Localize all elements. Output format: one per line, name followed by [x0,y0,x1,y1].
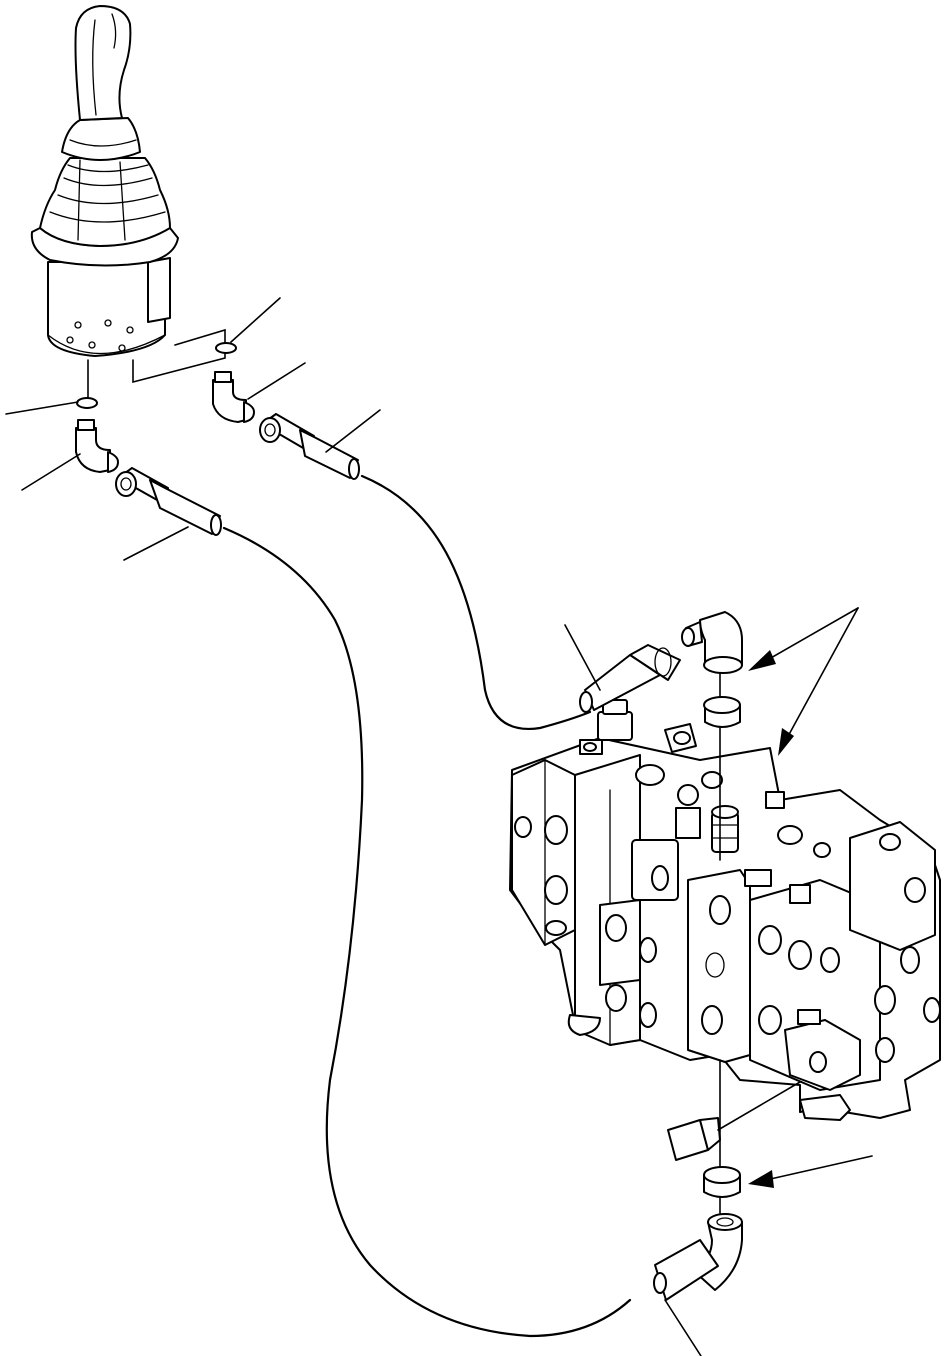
control-valve-assembly [509,699,941,1121]
arrow-head [748,1170,774,1188]
hose-end-valve-bottom [653,1239,719,1301]
hose-right [259,413,360,480]
arrow-head [778,728,794,756]
arrow-head [748,650,776,671]
callout-leader [230,297,281,343]
valve-elbow-top [681,611,743,674]
hose-left [115,467,222,536]
pilot-control-lever [30,5,179,357]
elbow-fitting-right [212,371,255,423]
sensor-connector [667,1081,801,1161]
pointer-arrows [748,607,873,1188]
callout-leader [325,409,381,453]
callout-leader [5,401,79,415]
callout-leaders [5,297,702,1356]
port-indicator-line [132,328,226,384]
hose-end-valve-top [579,644,681,713]
callout-leader [564,624,601,691]
hose-line-left [222,526,632,1338]
valve-nut-top [703,696,741,728]
elbow-fitting-left [75,419,119,473]
o-ring-right [215,342,237,354]
callout-leader [664,1299,702,1356]
o-ring-left [76,397,98,409]
callout-leader [21,453,81,491]
callout-leader [247,362,306,400]
callout-leader [123,526,189,561]
valve-nut-bottom [703,1166,741,1198]
hose-line-right [360,474,592,730]
